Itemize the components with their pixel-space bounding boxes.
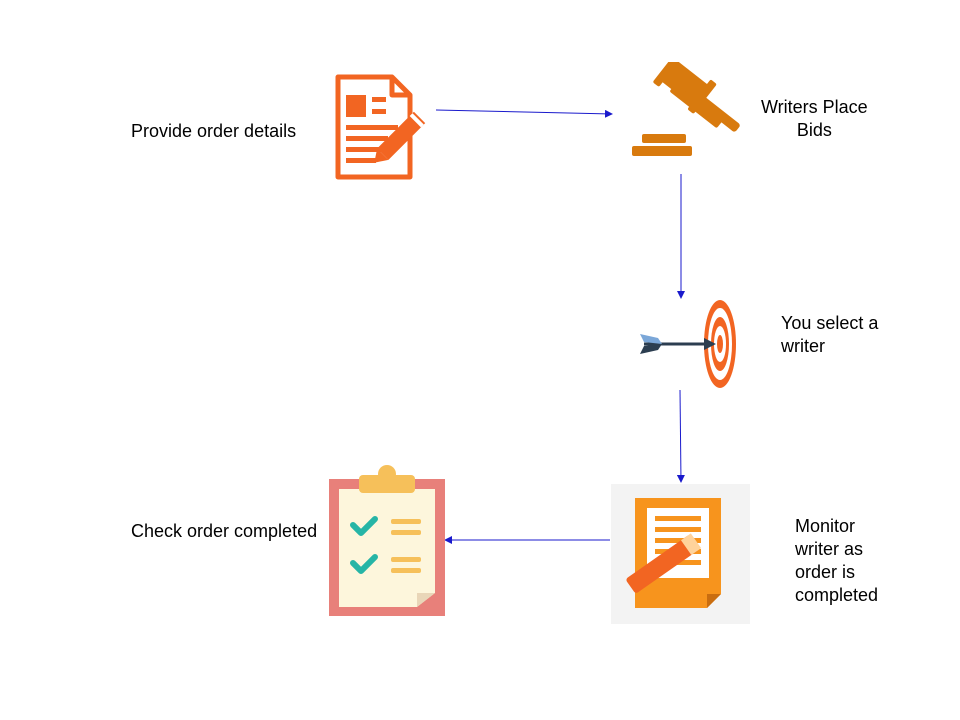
monitor-icon-frame xyxy=(611,484,750,624)
target-arrow-icon xyxy=(640,300,736,388)
step-label-bids: Writers Place Bids xyxy=(761,97,868,140)
step-label-provide: Provide order details xyxy=(131,121,297,141)
document-edit-icon xyxy=(626,498,721,608)
document-pencil-icon xyxy=(335,74,426,180)
gavel-icon xyxy=(632,62,740,156)
step-label-monitor: Monitor writer as order is completed xyxy=(795,516,879,605)
clipboard-checklist-icon xyxy=(329,465,445,616)
step-label-check: Check order completed xyxy=(131,521,318,541)
arrow-select-to-monitor xyxy=(676,389,685,483)
arrow-provide-to-bids xyxy=(435,109,613,118)
step-label-select: You select a writer xyxy=(781,313,879,356)
